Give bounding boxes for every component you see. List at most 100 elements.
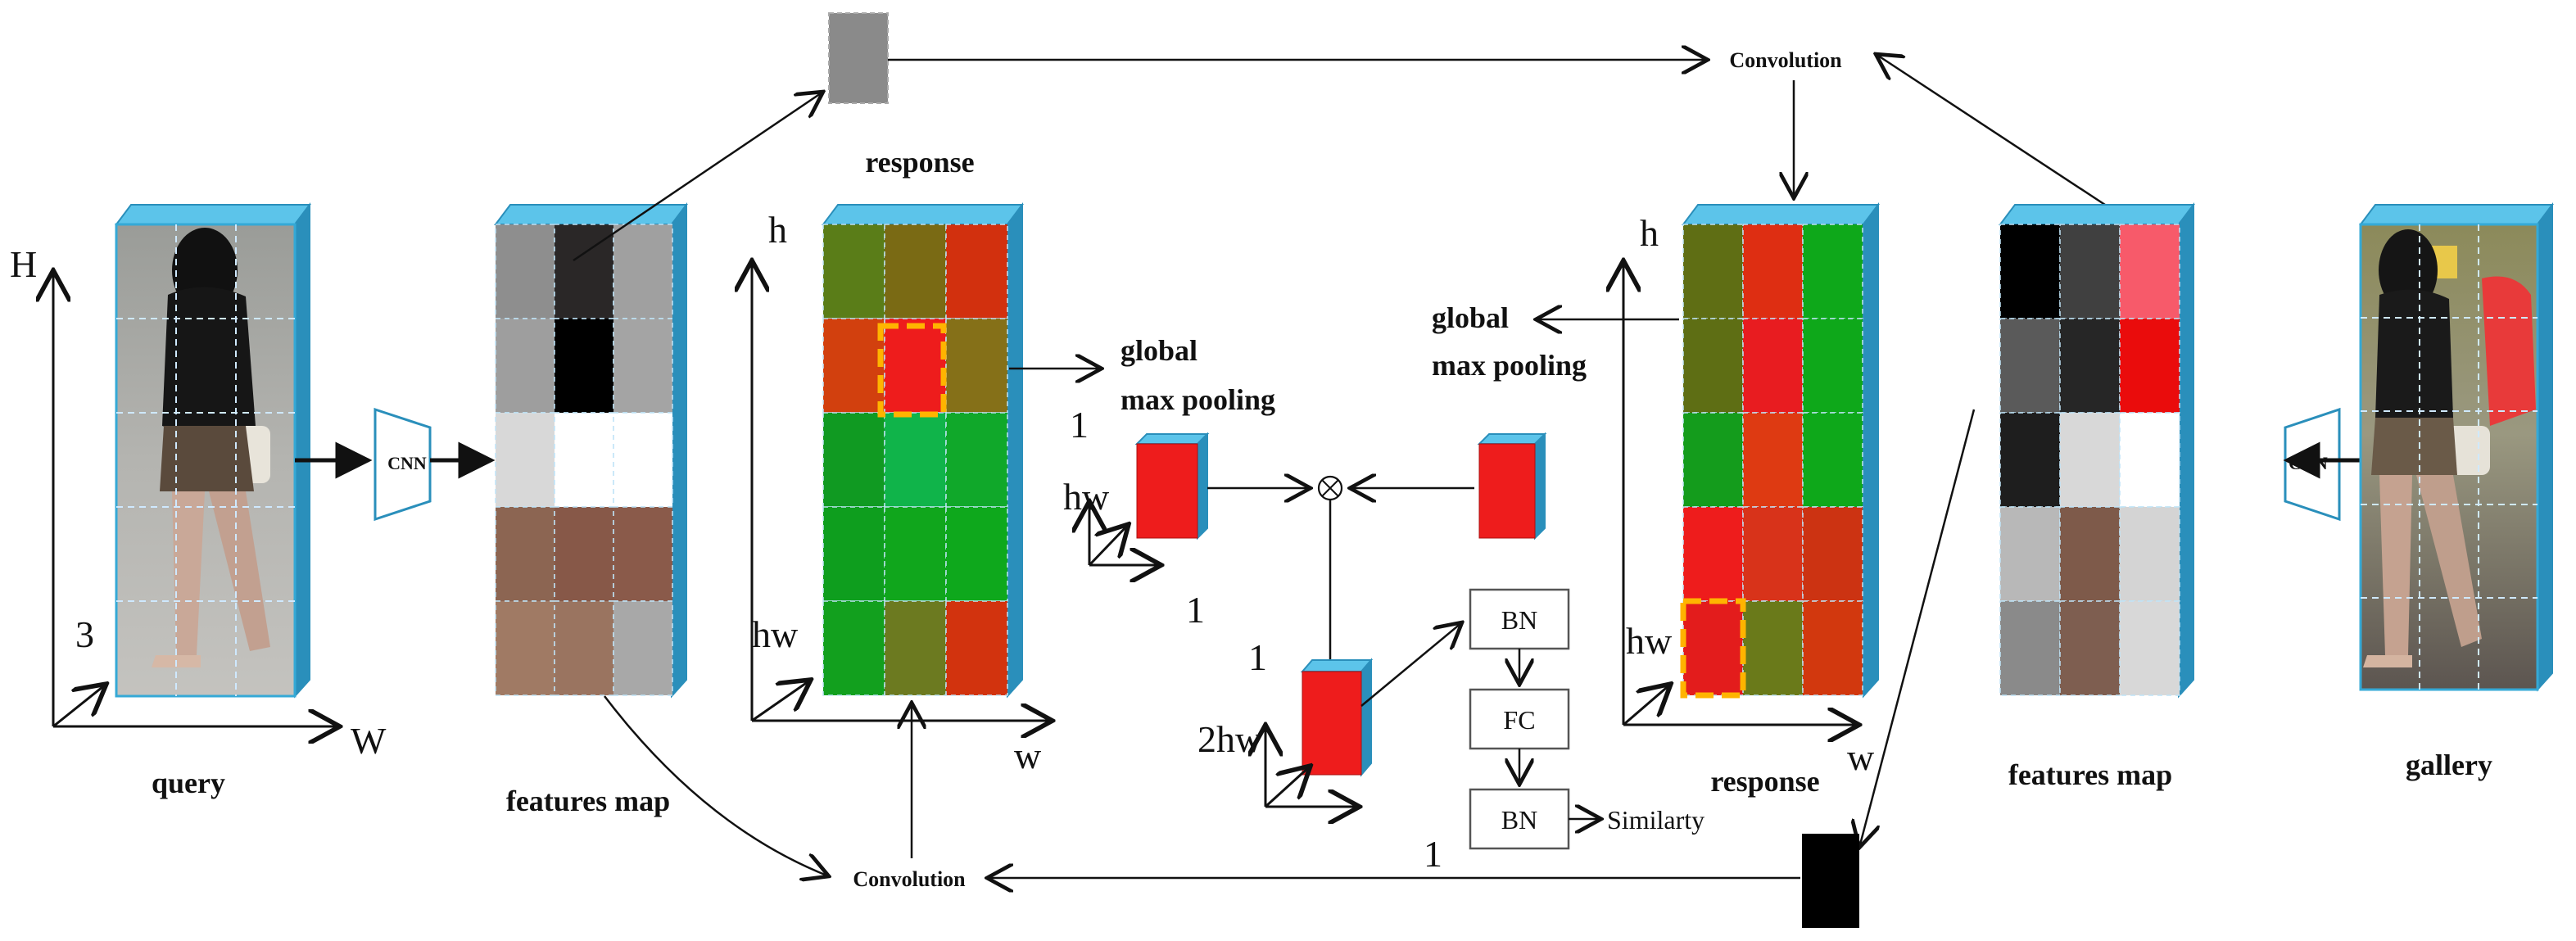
svg-text:CNN: CNN (387, 453, 427, 473)
left-response-cell (884, 600, 947, 696)
gallery-block (2359, 202, 2554, 692)
right-features-cell (2059, 318, 2121, 414)
query-axis-W: W (351, 720, 387, 762)
left-response-cell (884, 318, 947, 414)
similarity-label: Similarty (1607, 805, 1705, 835)
query-axis-H: H (10, 243, 37, 285)
right-response-cell (1802, 600, 1863, 696)
right-features-grid (1999, 224, 2180, 696)
right-response-cell (1682, 318, 1744, 414)
right-response-cell (1682, 600, 1744, 696)
left-response-cell (884, 412, 947, 508)
left-response-cell (945, 600, 1008, 696)
concat-vector (1300, 658, 1374, 777)
left-response-cell (822, 224, 885, 319)
svg-text:CNN: CNN (2289, 453, 2328, 473)
svg-text:hw: hw (1626, 620, 1673, 662)
right-features-cell (2119, 412, 2180, 508)
left-features-cell (495, 506, 555, 602)
right-response-cell (1742, 318, 1804, 414)
svg-text:w: w (1847, 736, 1875, 778)
right-features-cell (2119, 318, 2180, 414)
svg-text:global: global (1432, 301, 1509, 334)
pooled-vector-right (1477, 432, 1547, 541)
right-response-cell (1742, 506, 1804, 602)
left-features-cell (613, 318, 673, 414)
left-features-cell (554, 506, 614, 602)
query-axis-depth: 3 (75, 613, 94, 655)
right-response-cell (1682, 224, 1744, 319)
right-response-cell (1802, 412, 1863, 508)
right-response-cell (1682, 506, 1744, 602)
left-features-cell (613, 506, 673, 602)
left-features-map (494, 202, 688, 699)
right-response-axes: h hw w (1623, 212, 1875, 778)
bn-top: BN (1469, 588, 1570, 650)
right-features-cell (2119, 224, 2180, 319)
svg-text:1: 1 (1248, 636, 1267, 678)
right-features-cell (1999, 412, 2061, 508)
right-features-cell (2119, 600, 2180, 696)
left-features-cell (495, 318, 555, 414)
pooled-left-axes: 1 hw 1 (1063, 404, 1205, 631)
template-patch-black (1802, 834, 1859, 928)
svg-text:FC: FC (1503, 705, 1535, 735)
svg-text:hw: hw (1063, 476, 1110, 518)
svg-text:hw: hw (752, 613, 799, 655)
cnn-left: CNN (373, 407, 432, 522)
left-features-cell (495, 600, 555, 696)
right-features-cell (2059, 506, 2121, 602)
response-bottom-label: response (1710, 765, 1819, 798)
response-top-label: response (865, 146, 974, 179)
left-response-grid (822, 224, 1008, 696)
left-response-map (822, 202, 1024, 699)
features-map-left-label: features map (506, 785, 670, 817)
svg-text:2hw: 2hw (1197, 718, 1263, 760)
right-features-cell (2059, 412, 2121, 508)
right-response-cell (1742, 600, 1804, 696)
right-features-cell (1999, 506, 2061, 602)
svg-text:max pooling: max pooling (1120, 383, 1275, 416)
svg-text:w: w (1014, 735, 1042, 776)
left-response-highlight (877, 323, 947, 418)
query-axes: H W 3 (10, 243, 387, 762)
right-response-highlight (1680, 598, 1746, 699)
concat-axes: 1 2hw (1197, 636, 1360, 807)
svg-text:BN: BN (1501, 805, 1537, 835)
right-response-grid (1682, 224, 1863, 696)
template-patch-gray (828, 12, 889, 104)
left-response-cell (822, 412, 885, 508)
svg-text:h: h (1640, 212, 1659, 254)
left-response-cell (822, 318, 885, 414)
right-response-cell (1742, 224, 1804, 319)
right-response-cell (1802, 506, 1863, 602)
right-features-cell (2119, 506, 2180, 602)
convolution-top: Convolution (1729, 48, 1842, 72)
query-block (115, 202, 311, 699)
right-features-map (1999, 202, 2195, 699)
right-response-cell (1802, 318, 1863, 414)
gallery-pedestrian-image (2363, 229, 2536, 667)
svg-text:1: 1 (1186, 589, 1205, 631)
right-features-cell (1999, 318, 2061, 414)
left-response-cell (822, 600, 885, 696)
svg-text:h: h (768, 209, 787, 251)
svg-text:max pooling: max pooling (1432, 349, 1587, 382)
right-response-cell (1682, 412, 1744, 508)
right-response-map (1680, 202, 1880, 699)
svg-text:1: 1 (1070, 404, 1089, 446)
svg-text:BN: BN (1501, 605, 1537, 635)
gallery-label: gallery (2406, 749, 2492, 781)
cnn-right: CNN (2284, 407, 2341, 522)
left-response-cell (822, 506, 885, 602)
bn-bottom: BN (1469, 788, 1570, 850)
left-features-cell (613, 224, 673, 319)
right-response-cell (1802, 224, 1863, 319)
fc-box: FC (1469, 688, 1570, 750)
multiply-node (1317, 475, 1343, 501)
pooled-vector-left (1134, 432, 1210, 541)
left-features-cell (554, 318, 614, 414)
left-response-cell (884, 224, 947, 319)
query-pedestrian-image (152, 228, 270, 667)
